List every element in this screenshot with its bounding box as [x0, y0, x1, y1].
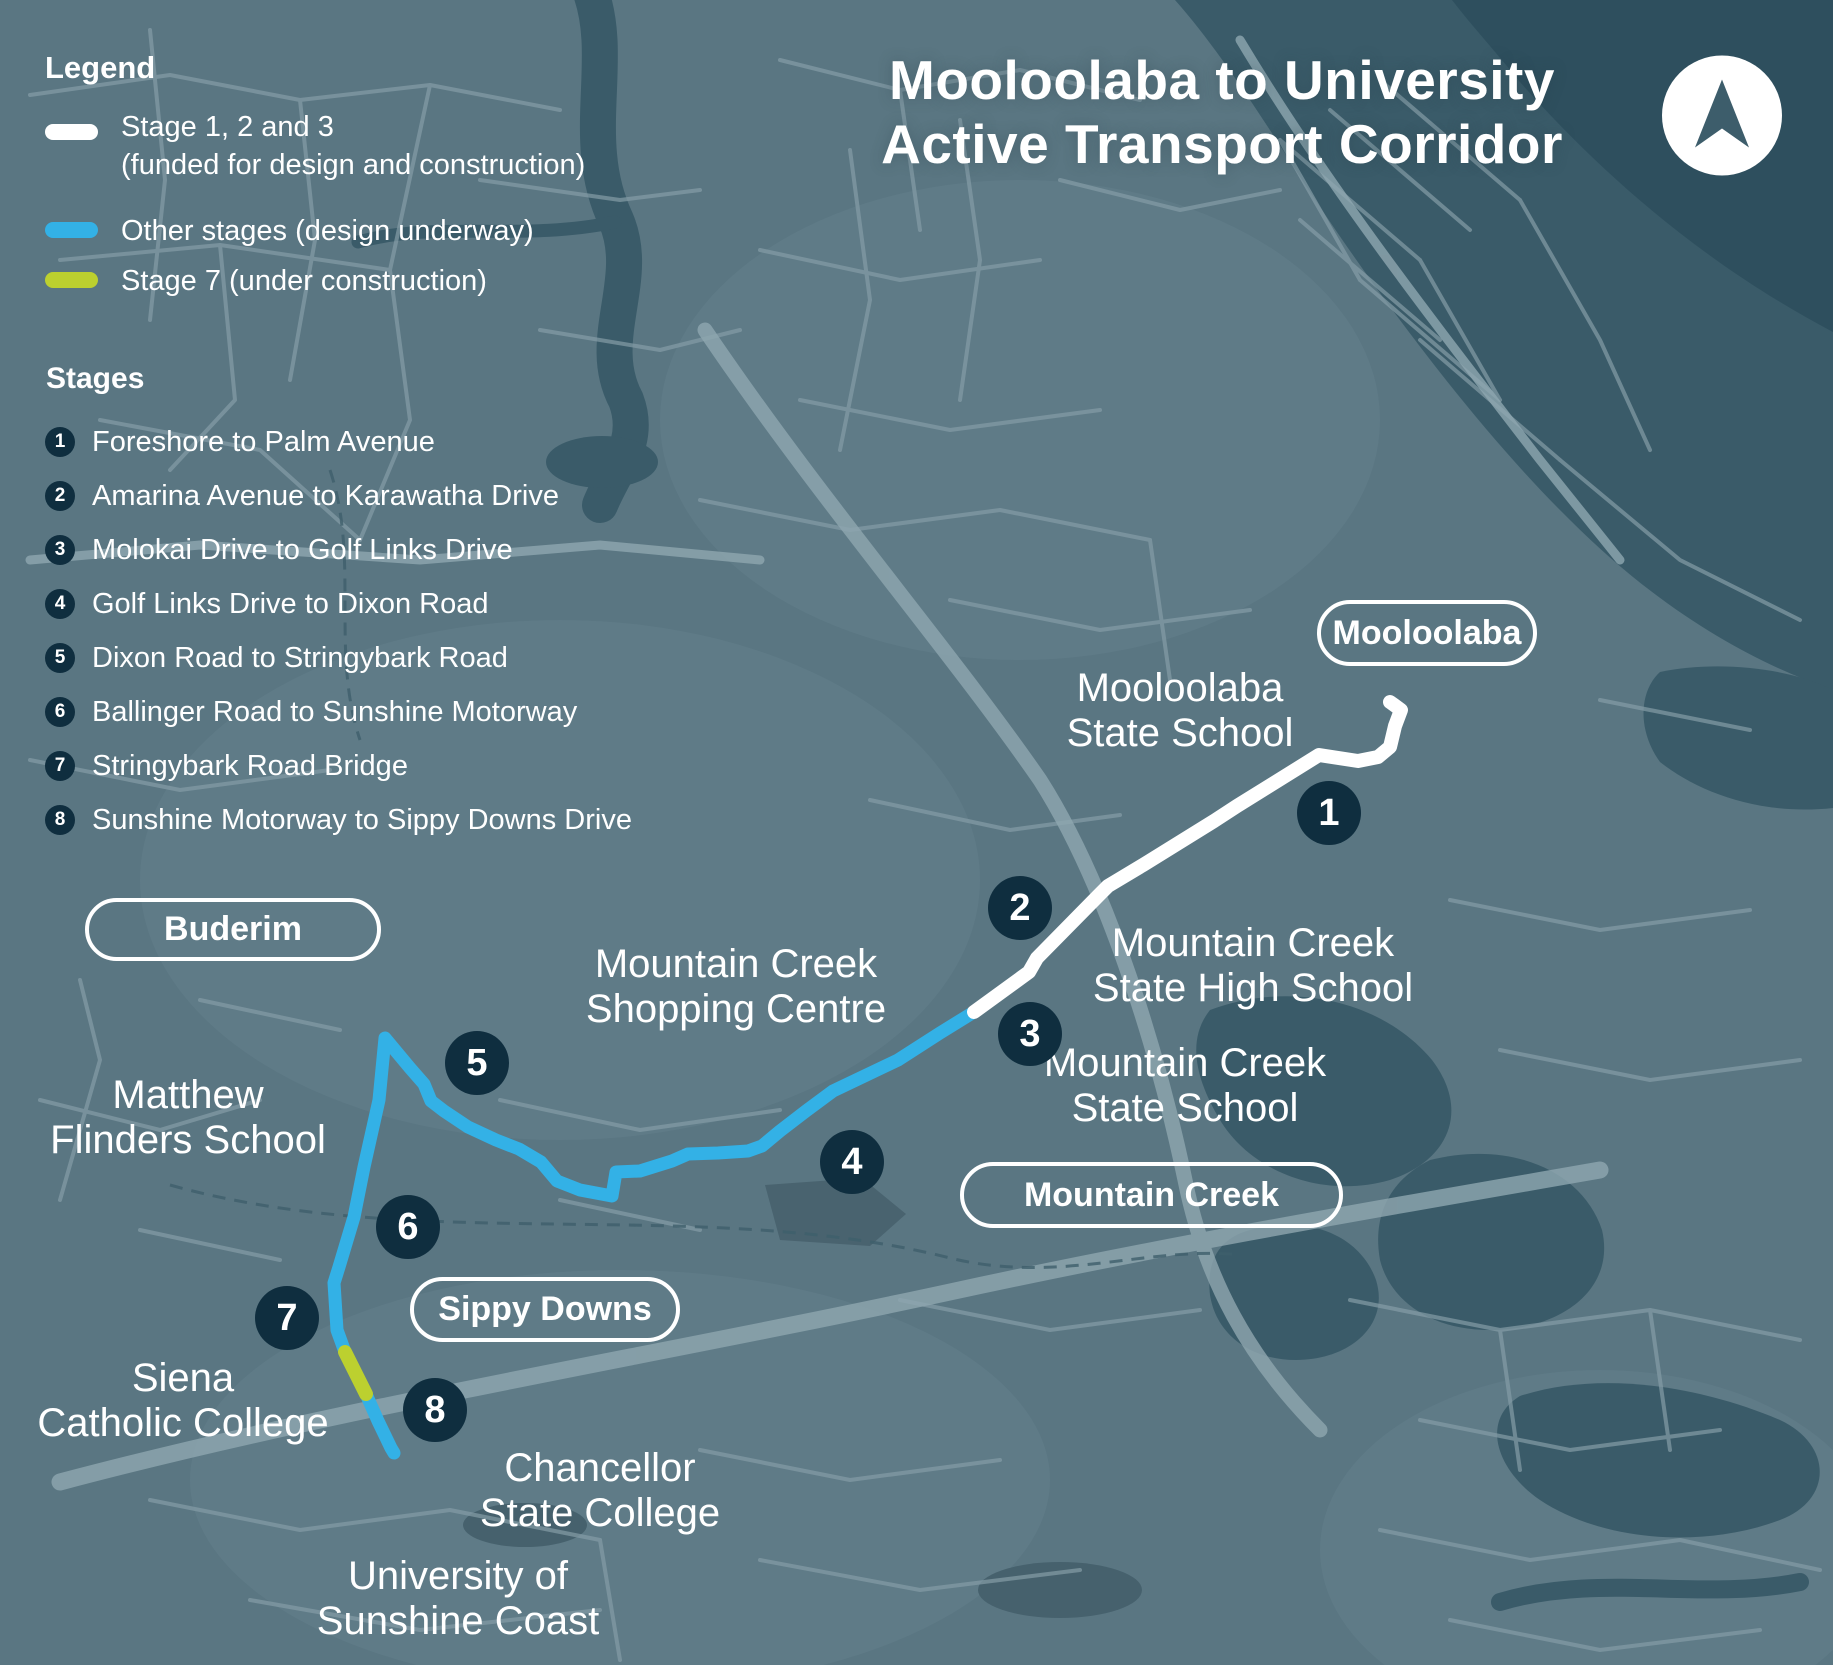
legend-item-stage123: Stage 1, 2 and 3 (funded for design and …: [121, 111, 586, 181]
map-roads-layer: [28, 28, 1822, 1662]
map-major-roads-layer: [25, 35, 1625, 1491]
stage-number-badge: 3: [45, 535, 75, 565]
map-marker-stage-2: 2: [988, 876, 1052, 940]
stage-list-item-6: 6 Ballinger Road to Sunshine Motorway: [45, 696, 632, 728]
route-stage7-line: [338, 1345, 373, 1401]
stage-number-badge: 6: [45, 697, 75, 727]
stage-list-item-3: 3 Molokai Drive to Golf Links Drive: [45, 534, 632, 566]
place-label-chancellor-state-college: Chancellor State College: [479, 1446, 721, 1535]
stages-list: 1 Foreshore to Palm Avenue 2 Amarina Ave…: [45, 426, 632, 836]
suburb-pill-sippy-downs: Sippy Downs: [410, 1277, 680, 1342]
page-title-line1: Mooloolaba to University: [889, 49, 1555, 111]
place-label-mountain-creek-shopping-centre: Mountain Creek Shopping Centre: [585, 942, 887, 1031]
stage-number-badge: 7: [45, 751, 75, 781]
legend-item-other-stages: Other stages (design underway): [121, 215, 534, 247]
map-marker-stage-6: 6: [376, 1195, 440, 1259]
stage-number-badge: 5: [45, 643, 75, 673]
place-label-siena-catholic-college: Siena Catholic College: [37, 1356, 329, 1445]
map-land-patches: [140, 180, 1833, 1665]
map-marker-stage-5: 5: [445, 1031, 509, 1095]
place-label-mountain-creek-state-high-school: Mountain Creek State High School: [1092, 921, 1414, 1010]
stage-number-badge: 1: [45, 427, 75, 457]
route-other-stages-line: [327, 1005, 981, 1359]
page-title-line2: Active Transport Corridor: [881, 113, 1563, 175]
route-stage123-line: [967, 695, 1408, 1019]
stage-list-item-4: 4 Golf Links Drive to Dixon Road: [45, 588, 632, 620]
north-arrow-icon: [1660, 54, 1784, 183]
stage-list-item-7: 7 Stringybark Road Bridge: [45, 750, 632, 782]
suburb-pill-mountain-creek: Mountain Creek: [960, 1162, 1343, 1228]
legend-swatch-other-stages: [45, 222, 98, 238]
route-layer: [327, 695, 1408, 1460]
stage-list-item-2: 2 Amarina Avenue to Karawatha Drive: [45, 480, 632, 512]
map-marker-stage-4: 4: [820, 1130, 884, 1194]
stage-list-item-8: 8 Sunshine Motorway to Sippy Downs Drive: [45, 804, 632, 836]
suburb-pill-buderim: Buderim: [85, 898, 381, 961]
place-label-university-of-sunshine-coast: University of Sunshine Coast: [316, 1554, 600, 1643]
stage-number-badge: 4: [45, 589, 75, 619]
stage-number-badge: 2: [45, 481, 75, 511]
page-title: Mooloolaba to University Active Transpor…: [881, 48, 1563, 176]
map-marker-stage-7: 7: [255, 1286, 319, 1350]
stage-number-badge: 8: [45, 805, 75, 835]
suburb-pill-mooloolaba: Mooloolaba: [1317, 600, 1537, 666]
legend-swatch-stage123: [45, 124, 98, 140]
place-label-mountain-creek-state-school: Mountain Creek State School: [1043, 1041, 1327, 1130]
route-other-stages-line-south: [359, 1387, 401, 1460]
legend-item-stage7: Stage 7 (under construction): [121, 265, 487, 297]
stage-list-item-5: 5 Dixon Road to Stringybark Road: [45, 642, 632, 674]
legend-swatch-stage7: [45, 272, 98, 288]
map-marker-stage-1: 1: [1297, 781, 1361, 845]
map-marker-stage-3: 3: [998, 1002, 1062, 1066]
map-boundary-dashes: [169, 469, 1241, 1269]
map-water-layer: [351, 0, 1833, 1618]
legend-heading: Legend: [45, 50, 156, 85]
stages-heading: Stages: [46, 362, 145, 395]
stage-list-item-1: 1 Foreshore to Palm Avenue: [45, 426, 632, 458]
place-label-matthew-flinders-school: Matthew Flinders School: [50, 1073, 326, 1162]
map-marker-stage-8: 8: [403, 1378, 467, 1442]
place-label-mooloolaba-state-school: Mooloolaba State School: [1066, 666, 1294, 755]
